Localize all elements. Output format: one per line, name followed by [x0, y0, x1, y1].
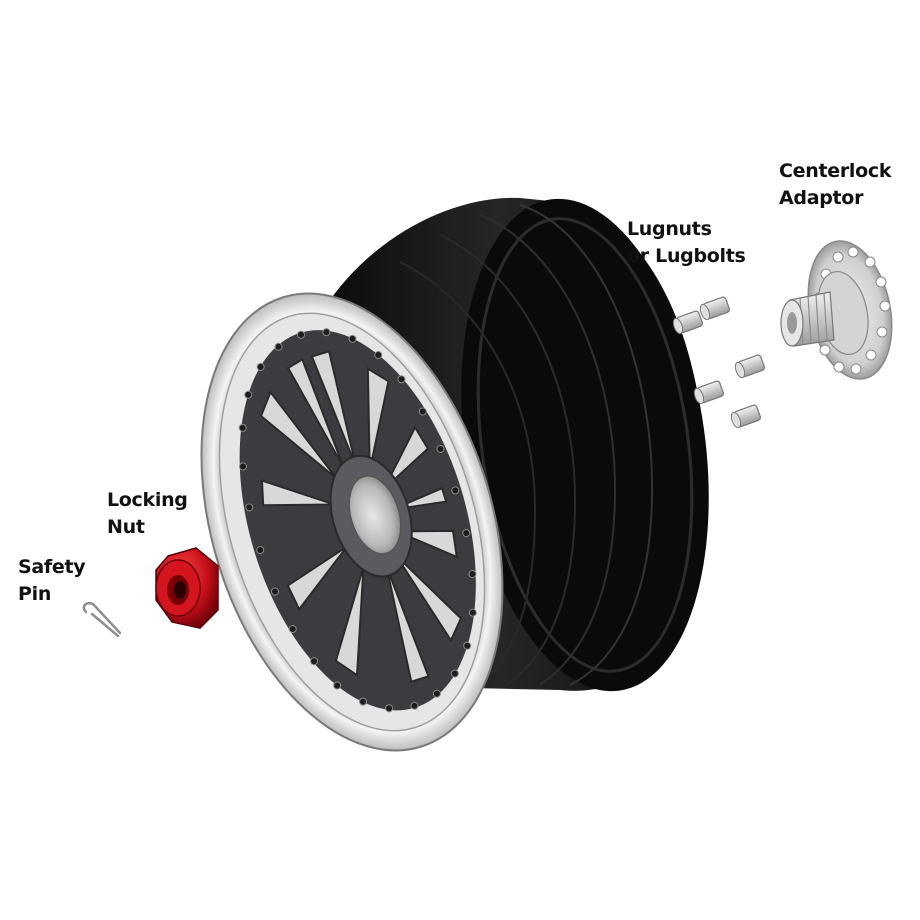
safety-pin-icon: [82, 601, 122, 638]
locking-nut-label: Locking Nut: [107, 487, 188, 541]
lugnuts-label: Lugnuts or Lugbolts: [627, 216, 746, 270]
wheel-icon: [200, 292, 504, 752]
locking-nut-label-line2: Nut: [107, 516, 145, 538]
safety-pin-label: Safety Pin: [18, 554, 86, 608]
safety-pin-label-line2: Pin: [18, 583, 52, 605]
centerlock-adaptor-label-line2: Adaptor: [779, 187, 864, 209]
centerlock-adaptor-label-line1: Centerlock: [779, 160, 892, 182]
locking-nut-icon: [155, 547, 219, 629]
locking-nut-label-line1: Locking: [107, 489, 188, 511]
centerlock-adaptor-label: Centerlock Adaptor: [779, 158, 891, 212]
lugnuts-label-line1: Lugnuts: [627, 218, 712, 240]
centerlock-adaptor-icon: [780, 240, 893, 380]
lugnut-icon: [672, 296, 766, 429]
safety-pin-label-line1: Safety: [18, 556, 86, 578]
lugnuts-label-line2: or Lugbolts: [627, 245, 746, 267]
